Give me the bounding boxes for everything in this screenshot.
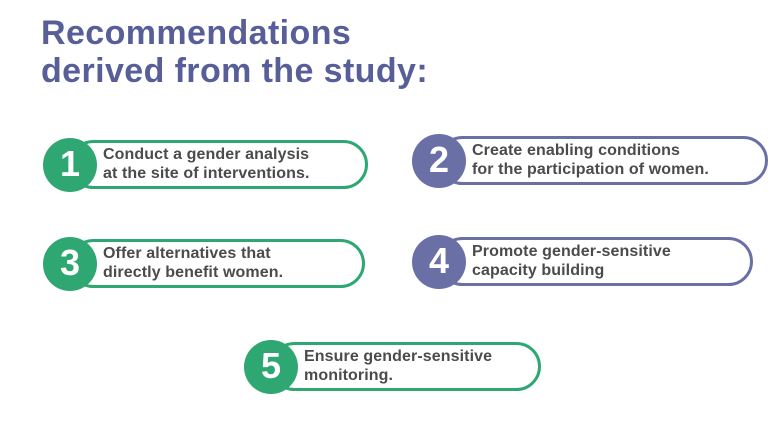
recommendation-5-line2: monitoring. bbox=[304, 366, 394, 384]
recommendation-text-1: Conduct a gender analysis at the site of… bbox=[103, 146, 365, 183]
recommendation-4-line2: capacity building bbox=[472, 261, 605, 279]
number-label-4: 4 bbox=[428, 240, 450, 281]
recommendation-item-3: Offer alternatives that directly benefit… bbox=[43, 237, 365, 291]
recommendation-1-line1: Conduct a gender analysis bbox=[103, 145, 310, 163]
recommendation-item-2: Create enabling conditions for the parti… bbox=[412, 134, 768, 188]
page-title-line1: Recommendations bbox=[41, 14, 352, 52]
recommendation-item-1: Conduct a gender analysis at the site of… bbox=[43, 138, 368, 192]
recommendation-3-line1: Offer alternatives that bbox=[103, 244, 271, 262]
page-title: Recommendations derived from the study: bbox=[41, 14, 428, 90]
recommendation-text-5: Ensure gender-sensitive monitoring. bbox=[304, 348, 538, 385]
number-badge-2: 2 bbox=[412, 134, 466, 188]
number-label-2: 2 bbox=[428, 139, 450, 180]
recommendation-1-line2: at the site of interventions. bbox=[103, 164, 310, 182]
recommendation-2-line2: for the participation of women. bbox=[472, 160, 709, 178]
number-label-3: 3 bbox=[59, 242, 81, 283]
recommendation-pill-2: Create enabling conditions for the parti… bbox=[438, 136, 768, 185]
number-badge-3: 3 bbox=[43, 237, 97, 291]
recommendation-item-5: Ensure gender-sensitive monitoring. 5 bbox=[244, 340, 541, 394]
page-title-line2: derived from the study: bbox=[41, 52, 429, 91]
recommendation-pill-5: Ensure gender-sensitive monitoring. bbox=[270, 342, 541, 391]
recommendation-pill-3: Offer alternatives that directly benefit… bbox=[69, 239, 365, 288]
recommendation-pill-4: Promote gender-sensitive capacity buildi… bbox=[438, 237, 753, 286]
recommendation-3-line2: directly benefit women. bbox=[103, 263, 284, 281]
recommendation-item-4: Promote gender-sensitive capacity buildi… bbox=[412, 235, 753, 289]
number-badge-5: 5 bbox=[244, 340, 298, 394]
recommendation-text-2: Create enabling conditions for the parti… bbox=[472, 142, 765, 179]
recommendation-text-4: Promote gender-sensitive capacity buildi… bbox=[472, 243, 750, 280]
number-badge-1: 1 bbox=[43, 138, 97, 192]
recommendation-text-3: Offer alternatives that directly benefit… bbox=[103, 245, 362, 282]
number-label-5: 5 bbox=[260, 345, 282, 386]
number-badge-4: 4 bbox=[412, 235, 466, 289]
number-label-1: 1 bbox=[59, 143, 81, 184]
recommendation-4-line1: Promote gender-sensitive bbox=[472, 242, 671, 260]
recommendation-2-line1: Create enabling conditions bbox=[472, 141, 680, 159]
recommendation-5-line1: Ensure gender-sensitive bbox=[304, 347, 493, 365]
recommendation-pill-1: Conduct a gender analysis at the site of… bbox=[69, 140, 368, 189]
